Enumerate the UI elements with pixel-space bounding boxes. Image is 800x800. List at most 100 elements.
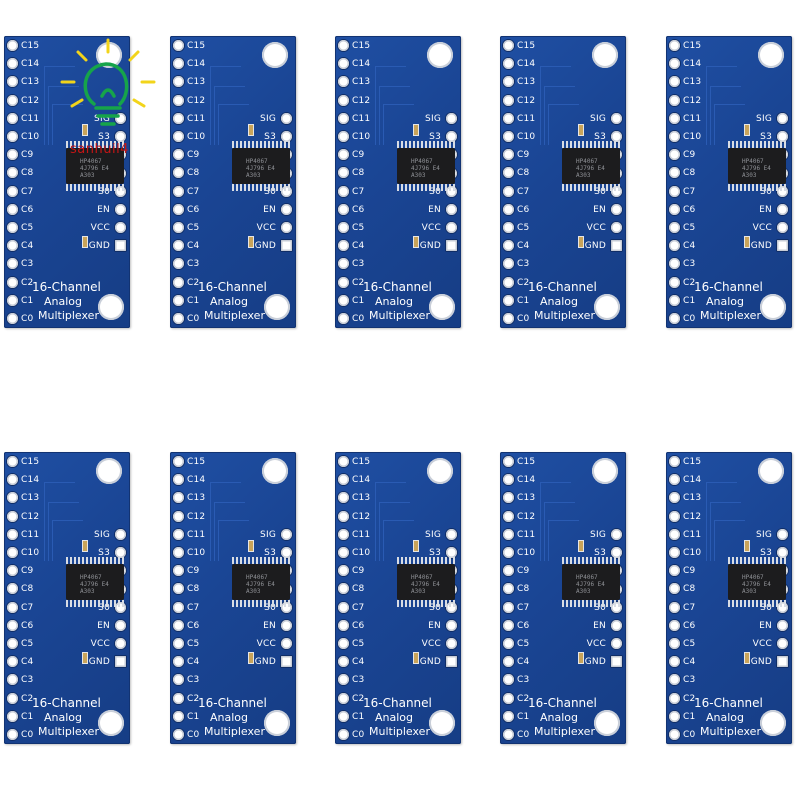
pin-label: SIG (756, 114, 772, 124)
pin-label: GND (419, 241, 441, 252)
pin-hole (611, 131, 622, 143)
pin-hole (338, 149, 349, 161)
pin-label: C11 (517, 113, 536, 124)
pin-label: C8 (517, 584, 530, 595)
board-title-line1: 16-Channel (32, 280, 101, 294)
pin-hole (173, 167, 184, 179)
pin-hole (115, 547, 126, 559)
pin-label: C7 (21, 186, 34, 197)
pin-hole (7, 656, 18, 668)
pin-label: S3 (429, 132, 441, 143)
pin-label: C11 (352, 529, 371, 540)
pin-hole (503, 112, 514, 124)
pin-label: C0 (187, 314, 200, 324)
pin-label: C9 (517, 566, 530, 577)
pin-hole (669, 185, 680, 197)
pin-hole (777, 131, 788, 143)
pin-hole (338, 240, 349, 252)
chip-marking: HP4067 4J796 E4 A303 (80, 574, 109, 595)
mux-ic-chip (728, 148, 786, 184)
pin-hole (669, 222, 680, 233)
pin-label: S3 (264, 132, 276, 143)
mux-ic-chip (232, 564, 290, 600)
pin-label: C3 (352, 259, 365, 270)
pin-hole (281, 547, 292, 559)
pin-hole (669, 583, 680, 595)
board-title-line2: Analog (375, 711, 414, 724)
pin-hole (669, 656, 680, 668)
pin-label: C2 (683, 693, 696, 704)
pin-hole (446, 601, 457, 613)
pin-hole (777, 656, 788, 668)
pin-hole (173, 729, 184, 740)
pin-hole (281, 601, 292, 613)
pin-label: C0 (683, 730, 696, 740)
mounting-hole (427, 458, 453, 484)
pin-hole (669, 76, 680, 88)
pin-label: C1 (187, 711, 200, 722)
pin-hole (173, 94, 184, 106)
pin-label: C3 (187, 675, 200, 686)
smd-resistor (744, 124, 750, 136)
pin-label: C5 (517, 223, 530, 233)
pin-hole (281, 185, 292, 197)
board-title-line2: Analog (706, 295, 745, 308)
pin-hole (338, 656, 349, 668)
pin-label: C0 (352, 730, 365, 740)
pin-label: C15 (352, 41, 371, 51)
pin-label: C9 (187, 150, 200, 161)
pin-label: C15 (517, 41, 536, 51)
pin-label: C10 (187, 548, 206, 558)
pin-label: C13 (21, 493, 40, 504)
pin-label: VCC (256, 223, 276, 234)
pin-label: C12 (187, 511, 206, 522)
pin-label: C14 (352, 59, 371, 70)
pin-label: C9 (187, 566, 200, 577)
pin-label: S3 (429, 548, 441, 559)
pin-hole (503, 40, 514, 51)
chip-marking: HP4067 4J796 E4 A303 (246, 158, 275, 179)
pin-hole (777, 204, 788, 215)
pin-hole (669, 258, 680, 270)
pin-hole (173, 258, 184, 270)
pin-hole (777, 547, 788, 559)
pin-label: C5 (517, 639, 530, 649)
pin-label: C3 (352, 675, 365, 686)
pin-label: C10 (352, 132, 371, 142)
pin-label: GND (584, 657, 606, 668)
pin-hole (338, 547, 349, 558)
pin-label: C8 (352, 168, 365, 179)
pin-hole (338, 528, 349, 540)
pin-label: S3 (594, 132, 606, 143)
pin-label: VCC (752, 223, 772, 234)
pin-label: C13 (352, 493, 371, 504)
pin-hole (281, 204, 292, 215)
mux-ic-chip (728, 564, 786, 600)
pin-label: GND (88, 241, 110, 252)
pin-label: C15 (21, 457, 40, 467)
pin-label: C14 (187, 475, 206, 486)
pin-label: VCC (256, 639, 276, 650)
smd-resistor (248, 652, 254, 664)
smd-resistor (413, 236, 419, 248)
pin-hole (7, 94, 18, 106)
pin-label: S0 (594, 186, 606, 197)
pin-label: C12 (683, 95, 702, 106)
pin-hole (7, 167, 18, 179)
pin-hole (446, 547, 457, 559)
pin-label: EN (263, 621, 276, 631)
pin-label: VCC (752, 639, 772, 650)
board-title-line1: 16-Channel (528, 280, 597, 294)
pin-label: C5 (21, 639, 34, 649)
pin-label: C1 (21, 711, 34, 722)
pin-hole (115, 113, 126, 124)
chip-marking: HP4067 4J796 E4 A303 (411, 574, 440, 595)
smd-resistor (744, 236, 750, 248)
pin-hole (669, 638, 680, 649)
pin-label: S3 (760, 132, 772, 143)
pin-hole (777, 601, 788, 613)
pin-hole (338, 276, 349, 288)
pin-label: C9 (21, 150, 34, 161)
